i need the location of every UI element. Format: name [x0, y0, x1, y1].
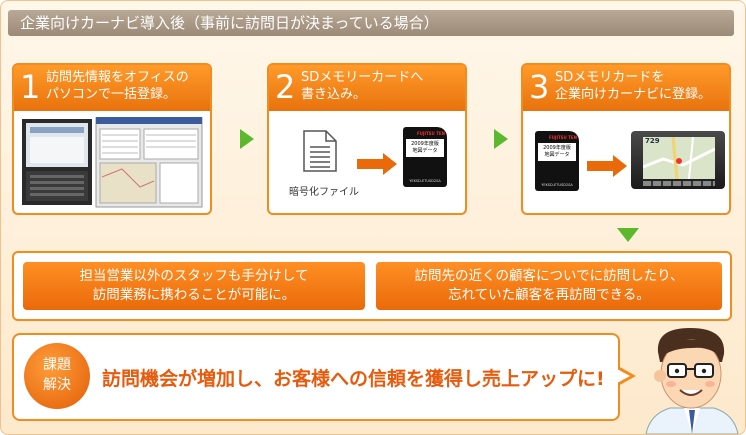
car-navigation-unit: 729: [631, 131, 725, 189]
benefit-2: 訪問先の近くの顧客についでに訪問したり、 忘れていた顧客を再訪問できる。: [376, 262, 722, 310]
solution-badge: 課題 解決: [24, 343, 90, 409]
step-1-number: 1: [20, 68, 41, 106]
navi-map-screen: [643, 137, 715, 179]
file-label: 暗号化ファイル: [289, 187, 359, 198]
step-3-header: 3 SDメモリカードを 企業向けカーナビに登録。: [523, 65, 729, 111]
step-2-text: SDメモリーカードへ 書き込み。: [301, 70, 424, 102]
sd-card-label: 2009年度版 地図データ: [538, 143, 576, 161]
sd-card-brand: FUJITSU TEN: [416, 131, 445, 136]
businessman-illustration: [645, 328, 739, 434]
navi-number: 729: [645, 137, 660, 145]
arrow-right-icon: [494, 129, 508, 149]
sd-card-code: YEKSD-ETUSD2SA: [541, 183, 573, 187]
sd-card-code: YEKSD-ETUSD2SA: [409, 179, 441, 183]
step-3-text: SDメモリカードを 企業向けカーナビに登録。: [555, 70, 712, 102]
arrow-right-orange-icon: [587, 155, 627, 177]
benefits-panel: 担当営業以外のスタッフも手分けして 訪問業務に携わることが可能に。 訪問先の近く…: [12, 251, 732, 321]
step-3-number: 3: [529, 68, 550, 106]
sd-card-label-line1: 2009年度版: [543, 145, 571, 151]
step-1-header: 1 訪問先情報をオフィスの パソコンで一括登録。: [14, 65, 210, 111]
sd-card-label-line1: 2009年度版: [411, 141, 439, 147]
speech-tail-inner: [617, 369, 630, 383]
sd-card-label: 2009年度版 地図データ: [406, 139, 444, 157]
sd-card-label-line2: 地図データ: [544, 152, 570, 158]
step-2-number: 2: [275, 68, 296, 106]
arrow-down-icon: [617, 228, 639, 242]
sd-card-label-line2: 地図データ: [412, 148, 438, 154]
arrow-right-icon: [240, 129, 254, 149]
step-2: 2 SDメモリーカードへ 書き込み。 暗号化ファイル FUJITSU TEN 2…: [267, 63, 467, 215]
step-1: 1 訪問先情報をオフィスの パソコンで一括登録。: [12, 63, 212, 215]
laptop-screenshot-image: [22, 117, 203, 208]
sd-card-brand: FUJITSU TEN: [548, 135, 577, 140]
navi-buttons: [643, 181, 715, 186]
solution-text: 訪問機会が増加し、お客様への信頼を獲得し売上アップに!: [102, 368, 605, 390]
diagram-title: 企業向けカーナビ導入後（事前に訪問日が決まっている場合）: [8, 10, 734, 36]
solution-speech-bubble: 課題 解決 訪問機会が増加し、お客様への信頼を獲得し売上アップに!: [12, 333, 620, 421]
sd-card: FUJITSU TEN 2009年度版 地図データ YEKSD-ETUSD2SA: [403, 127, 447, 187]
step-1-text: 訪問先情報をオフィスの パソコンで一括登録。: [46, 70, 189, 102]
arrow-right-orange-icon: [357, 153, 397, 175]
benefit-1: 担当営業以外のスタッフも手分けして 訪問業務に携わることが可能に。: [23, 262, 365, 310]
sd-card: FUJITSU TEN 2009年度版 地図データ YEKSD-ETUSD2SA: [535, 131, 579, 191]
step-3: 3 SDメモリカードを 企業向けカーナビに登録。 FUJITSU TEN 200…: [521, 63, 731, 215]
document-icon: [303, 130, 337, 172]
step-2-header: 2 SDメモリーカードへ 書き込み。: [269, 65, 465, 111]
